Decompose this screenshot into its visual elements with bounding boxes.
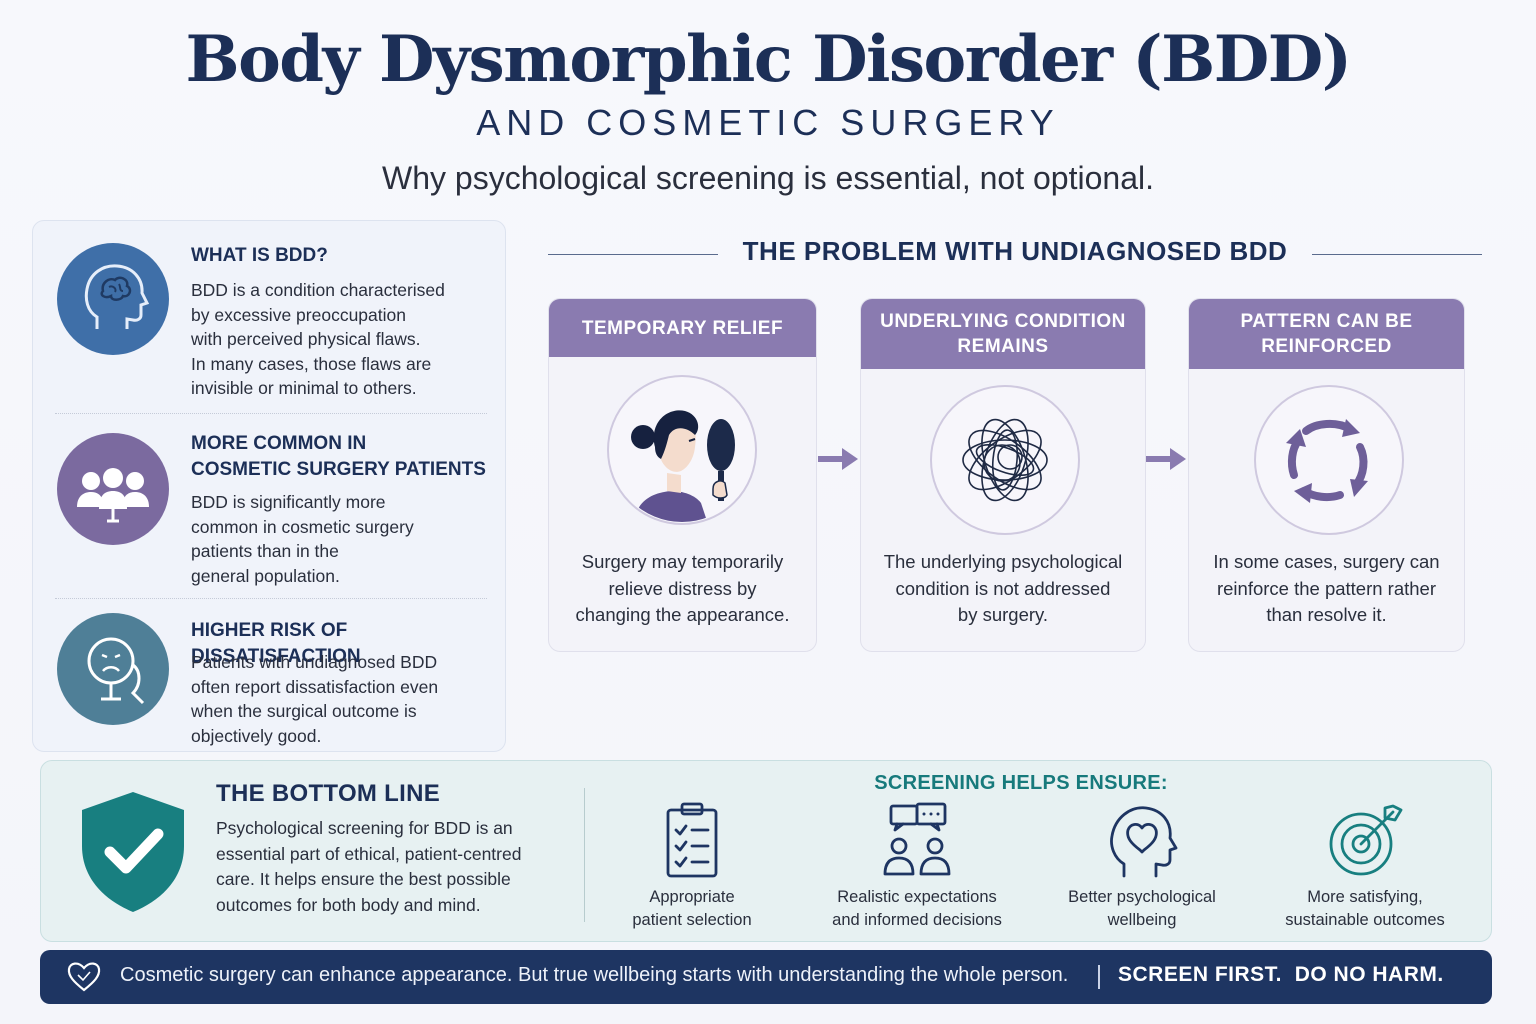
heart-outline-icon <box>67 962 101 992</box>
bottom-line-title: THE BOTTOM LINE <box>216 780 441 807</box>
vertical-divider <box>584 788 585 922</box>
card-title: TEMPORARY RELIEF <box>549 299 816 357</box>
cycle-arrows-icon <box>1254 385 1404 535</box>
sad-face-mirror-icon <box>57 613 169 725</box>
card-text: Surgery may temporarily relieve distress… <box>575 551 790 625</box>
heading-rule-left <box>548 254 718 255</box>
woman-mirror-icon <box>607 375 757 525</box>
facts-panel: WHAT IS BDD? BDD is a condition characte… <box>32 220 506 752</box>
fact-title: MORE COMMON IN COSMETIC SURGERY PATIENTS <box>191 433 486 480</box>
arrow-right-icon <box>1146 448 1186 470</box>
page-subtitle: AND COSMETIC SURGERY <box>476 102 1060 143</box>
bottom-line-panel <box>40 760 1492 942</box>
problem-card-underlying-condition: UNDERLYING CONDITION REMAINS The underly… <box>860 298 1146 652</box>
footer-banner: Cosmetic surgery can enhance appearance.… <box>40 950 1492 1004</box>
head-brain-icon <box>57 243 169 355</box>
card-title: PATTERN CAN BE REINFORCED <box>1189 299 1464 369</box>
problem-card-temporary-relief: TEMPORARY RELIEF Surgery may temporarily… <box>548 298 817 652</box>
heading-rule-right <box>1312 254 1482 255</box>
benefit-patient-selection: Appropriate patient selection <box>582 800 802 935</box>
group-people-icon <box>57 433 169 545</box>
page-tagline: Why psychological screening is essential… <box>382 160 1154 196</box>
benefit-label: Appropriate patient selection <box>632 888 752 929</box>
banner-cta: SCREEN FIRST. DO NO HARM. <box>1118 963 1444 986</box>
divider <box>55 413 487 414</box>
fact-body: Patients with undiagnosed BDD often repo… <box>191 652 439 746</box>
fact-body: BDD is significantly more common in cosm… <box>191 492 414 586</box>
arrow-right-icon <box>818 448 858 470</box>
page-title: Body Dysmorphic Disorder (BDD) <box>185 22 1352 97</box>
card-text: The underlying psychological condition i… <box>883 551 1123 625</box>
benefit-sustainable-outcomes: More satisfying, sustainable outcomes <box>1255 800 1475 935</box>
benefit-realistic-expectations: Realistic expectations and informed deci… <box>807 800 1027 935</box>
fact-title: HIGHER RISK OF DISSATISFACTION <box>191 620 361 667</box>
screening-title: SCREENING HELPS ENSURE: <box>874 772 1168 794</box>
problem-heading: THE PROBLEM WITH UNDIAGNOSED BDD <box>548 236 1482 272</box>
clipboard-checklist-icon <box>666 802 718 878</box>
benefit-label: More satisfying, sustainable outcomes <box>1285 888 1445 929</box>
problem-heading-text: THE PROBLEM WITH UNDIAGNOSED BDD <box>742 236 1288 266</box>
bottom-line-body: Psychological screening for BDD is an es… <box>216 818 522 915</box>
target-arrow-icon <box>1329 804 1403 876</box>
benefit-label: Better psychological wellbeing <box>1068 888 1216 929</box>
benefit-label: Realistic expectations and informed deci… <box>832 888 1002 929</box>
benefit-psychological-wellbeing: Better psychological wellbeing <box>1032 800 1252 935</box>
card-text: In some cases, surgery can reinforce the… <box>1213 551 1440 625</box>
conversation-people-icon <box>883 802 951 876</box>
card-title: UNDERLYING CONDITION REMAINS <box>861 299 1145 369</box>
divider <box>55 598 487 599</box>
problem-card-pattern-reinforced: PATTERN CAN BE REINFORCED In some cases,… <box>1188 298 1465 652</box>
shield-check-icon <box>82 792 184 912</box>
banner-separator <box>1098 965 1100 989</box>
fact-body: BDD is a condition characterised by exce… <box>191 280 445 398</box>
banner-message: Cosmetic surgery can enhance appearance.… <box>120 964 1069 986</box>
tangled-scribble-icon <box>930 385 1080 535</box>
head-heart-icon <box>1110 806 1178 878</box>
fact-title: WHAT IS BDD? <box>191 245 328 266</box>
